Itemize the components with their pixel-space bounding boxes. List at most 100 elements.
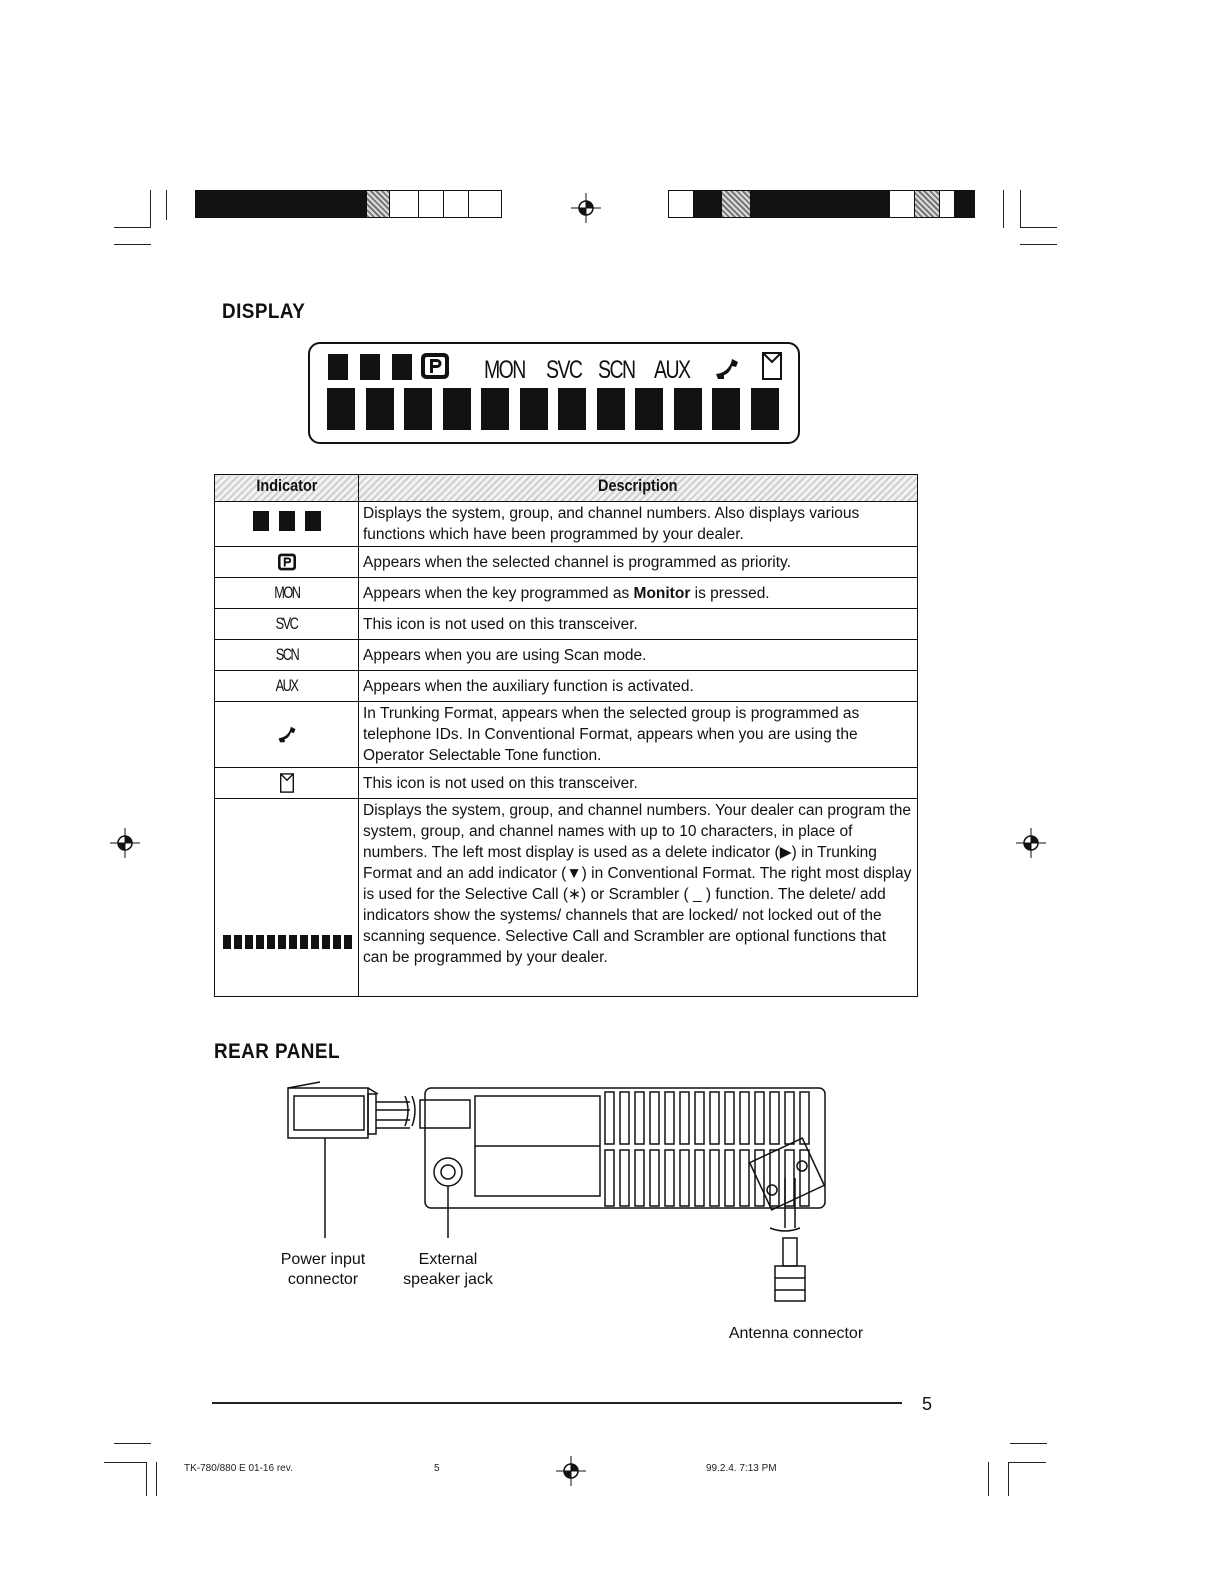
- table-row: AUX Appears when the auxiliary function …: [214, 670, 918, 702]
- mini-character-block: [278, 934, 286, 949]
- fin: [754, 1149, 765, 1207]
- telephone-handset-icon: [716, 359, 738, 379]
- description-cell: Appears when the selected channel is pro…: [358, 546, 918, 578]
- fin: [724, 1149, 735, 1207]
- mini-character-block: [234, 934, 242, 949]
- indicator-cell: [214, 701, 359, 768]
- envelope-icon: [762, 352, 782, 380]
- lcd-character-block: [750, 388, 779, 430]
- display-heading: DISPLAY: [222, 300, 306, 323]
- crop-mark: [1008, 1462, 1009, 1496]
- description-cell: Displays the system, group, and channel …: [358, 798, 918, 997]
- fin: [799, 1091, 810, 1145]
- lcd-character-row: [327, 388, 787, 430]
- speaker-jack-label: External speaker jack: [403, 1251, 493, 1288]
- priority-p-icon: [421, 353, 449, 379]
- mini-character-block: [267, 934, 275, 949]
- fin: [619, 1149, 630, 1207]
- mini-character-block: [322, 934, 330, 949]
- radio-body-icon: [419, 1087, 826, 1302]
- lcd-character-block: [712, 388, 740, 430]
- fin: [634, 1091, 645, 1145]
- lcd-character-block: [558, 388, 586, 430]
- crop-mark: [150, 190, 151, 228]
- mini-character-block: [333, 934, 341, 949]
- description-cell: This icon is not used on this transceive…: [358, 608, 918, 640]
- crop-mark: [114, 1443, 151, 1444]
- indicator-cell: AUX: [214, 670, 359, 702]
- crop-mark: [104, 1462, 146, 1463]
- mini-character-block: [289, 934, 297, 949]
- lcd-character-block: [635, 388, 663, 430]
- lcd-top-segment: [328, 354, 348, 380]
- lcd-character-block: [404, 388, 432, 430]
- fin: [604, 1149, 615, 1207]
- table-row: SVC This icon is not used on this transc…: [214, 608, 918, 640]
- lcd-character-block: [596, 388, 625, 430]
- crop-mark: [166, 190, 167, 220]
- envelope-icon: [279, 773, 294, 794]
- heat-sink-fins: [604, 1091, 810, 1207]
- fin: [649, 1091, 660, 1145]
- print-test-strip-left: [195, 190, 502, 218]
- svc-icon: SVC: [275, 614, 299, 633]
- lcd-character-block: [673, 388, 702, 430]
- lcd-top-segment: [392, 354, 412, 380]
- scn-icon: SCN: [275, 645, 299, 664]
- lcd-top-segment: [360, 354, 380, 380]
- table-row: In Trunking Format, appears when the sel…: [214, 701, 918, 768]
- indicator-cell: MON: [214, 577, 359, 609]
- mini-character-block: [311, 934, 319, 949]
- fin: [694, 1091, 705, 1145]
- description-cell: Appears when the auxiliary function is a…: [358, 670, 918, 702]
- description-cell: This icon is not used on this transceive…: [358, 767, 918, 799]
- fin: [679, 1149, 690, 1207]
- indicator-cell: SVC: [214, 608, 359, 640]
- indicator-cell: [214, 767, 359, 799]
- footer-page: 5: [434, 1463, 440, 1474]
- fin: [769, 1091, 780, 1145]
- indicator-column-header: Indicator: [214, 474, 359, 502]
- footer-timestamp: 99.2.4. 7:13 PM: [706, 1463, 777, 1474]
- rear-panel-heading: REAR PANEL: [214, 1040, 340, 1063]
- priority-p-icon: [277, 554, 296, 571]
- mini-character-block: [245, 934, 253, 949]
- mini-character-block: [344, 934, 352, 949]
- fin: [709, 1149, 720, 1207]
- lcd-character-block: [442, 388, 471, 430]
- aux-icon: AUX: [275, 676, 299, 695]
- indicator-cell: [214, 501, 359, 547]
- telephone-handset-icon: [278, 727, 295, 743]
- indicator-table: Indicator Description Displays the syste…: [214, 474, 918, 997]
- fin: [679, 1091, 690, 1145]
- table-row: SCN Appears when you are using Scan mode…: [214, 639, 918, 671]
- mon-icon: MON: [273, 583, 301, 602]
- crop-mark: [156, 1462, 157, 1496]
- fin: [739, 1149, 750, 1207]
- crop-mark: [1010, 1443, 1047, 1444]
- fin: [784, 1091, 795, 1145]
- mini-character-block: [256, 934, 264, 949]
- fin: [619, 1091, 630, 1145]
- fin: [754, 1091, 765, 1145]
- table-row: Displays the system, group, and channel …: [214, 501, 918, 547]
- fin: [739, 1091, 750, 1145]
- footer-doc-code: TK-780/880 E 01-16 rev.: [184, 1463, 293, 1474]
- lcd-character-block: [365, 388, 394, 430]
- fin: [664, 1149, 675, 1207]
- crop-mark: [988, 1462, 989, 1496]
- rear-panel-diagram: [287, 1081, 826, 1302]
- indicator-cell: [214, 798, 359, 997]
- indicator-cell: SCN: [214, 639, 359, 671]
- twelve-digit-segment-icon: [223, 934, 352, 949]
- crop-mark: [1003, 190, 1004, 228]
- description-cell: Appears when you are using Scan mode.: [358, 639, 918, 671]
- power-input-label: Power input connector: [280, 1251, 366, 1288]
- lcd-svc-label: SVC: [546, 356, 583, 384]
- mini-character-block: [300, 934, 308, 949]
- fin: [649, 1149, 660, 1207]
- description-cell: In Trunking Format, appears when the sel…: [358, 701, 918, 768]
- indicator-cell: [214, 546, 359, 578]
- fin: [634, 1149, 645, 1207]
- lcd-aux-label: AUX: [654, 356, 691, 384]
